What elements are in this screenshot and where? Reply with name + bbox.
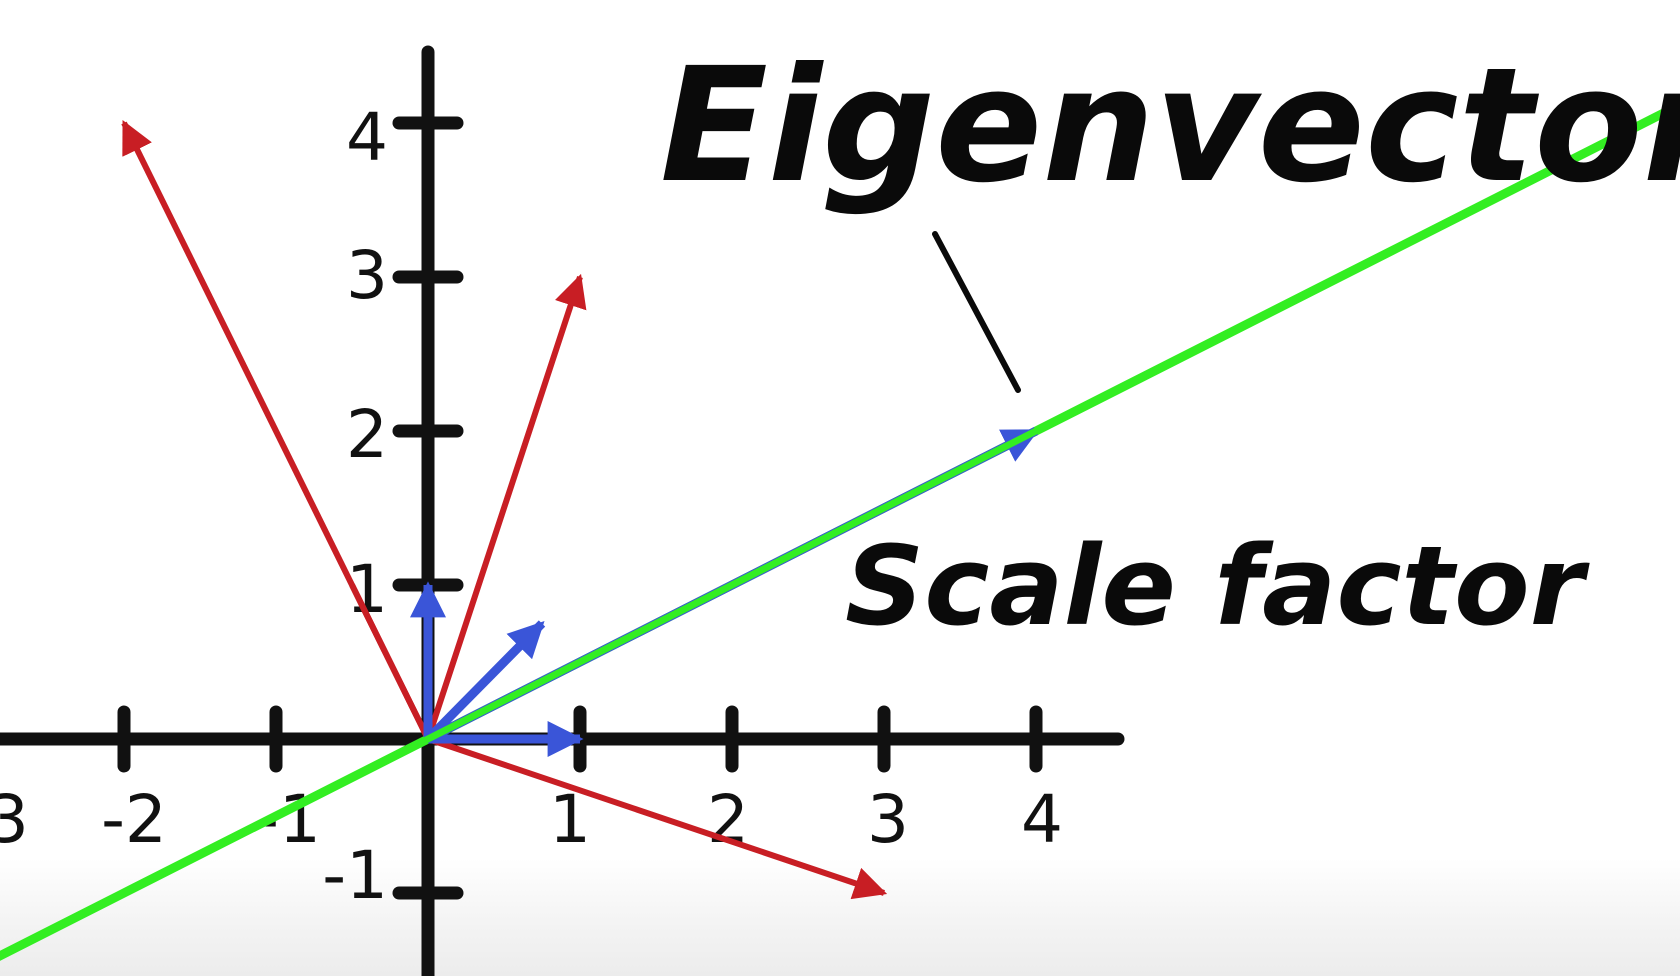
eigenvector-pointer-line bbox=[932, 231, 1021, 393]
scale-factor-label: Scale factor bbox=[845, 522, 1590, 650]
x-tick-label-neg3: -3 bbox=[0, 781, 29, 858]
y-tick-label-4: 4 bbox=[346, 99, 388, 176]
y-tick-label-3: 3 bbox=[346, 237, 388, 314]
transformed-vectors bbox=[121, 120, 888, 900]
y-tick-label-neg1: -1 bbox=[322, 837, 388, 914]
y-tick-label-2: 2 bbox=[346, 396, 388, 473]
red-vector-arrow bbox=[349, 583, 431, 741]
x-tick-label-3: 3 bbox=[867, 781, 909, 858]
eigenvector-line-overlay bbox=[0, 100, 1680, 960]
x-tick-label-neg2: -2 bbox=[101, 781, 167, 858]
y-ticks bbox=[392, 116, 464, 900]
blue-vector-arrow bbox=[424, 620, 546, 743]
eigenvector-label: Eigenvector bbox=[660, 34, 1680, 218]
tick-labels: -3 -2 -1 1 2 3 4 -1 1 2 3 4 bbox=[0, 99, 1063, 914]
red-vector-arrow bbox=[427, 736, 888, 900]
x-tick-label-4: 4 bbox=[1021, 781, 1063, 858]
red-vector-arrow bbox=[425, 273, 587, 740]
